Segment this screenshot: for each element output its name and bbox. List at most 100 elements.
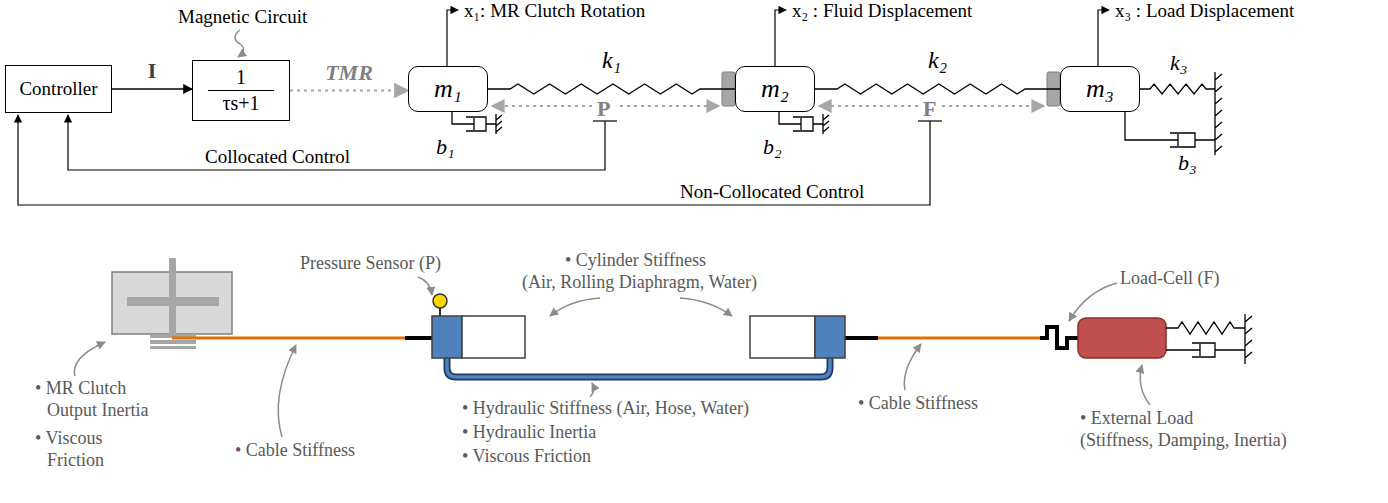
coordinate-label: x₃ : Load Displacement <box>1115 0 1294 22</box>
edge-label: k₂ <box>926 47 949 73</box>
callout-leader <box>680 298 732 316</box>
component-callout: (Stiffness, Damping, Inertia) <box>1080 430 1287 451</box>
coordinate-arrow <box>447 10 458 66</box>
force-arrow <box>819 105 918 107</box>
damper-symbol <box>779 112 823 131</box>
box-label: m₁ <box>434 74 462 104</box>
parameter-label: k₃ <box>1170 50 1187 75</box>
fraction-term: 1 <box>208 65 274 91</box>
callout-leader <box>1069 283 1117 321</box>
component-callout: Pressure Sensor (P) <box>300 253 441 274</box>
hydraulic-cylinder <box>462 316 525 358</box>
external-load <box>1078 318 1166 358</box>
annotation: Non-Collocated Control <box>680 181 864 203</box>
spring-symbol <box>1140 84 1215 94</box>
coordinate-arrow <box>775 10 786 66</box>
hydraulic-cylinder <box>750 316 815 358</box>
controller-box: Controller <box>5 65 112 113</box>
feedback-line <box>18 115 942 205</box>
pressure-sensor <box>439 308 441 316</box>
parameter-label: b₂ <box>763 134 782 159</box>
parameter-label: b₃ <box>1178 150 1197 175</box>
coordinate-arrow <box>1098 10 1109 66</box>
edge-label: k₁ <box>600 47 623 73</box>
sensor-label: F <box>923 96 936 121</box>
feedback-line <box>68 115 605 170</box>
cable <box>172 337 1040 340</box>
fraction-term: τs+1 <box>208 91 274 116</box>
mr-clutch <box>150 346 196 349</box>
mr-clutch <box>150 340 196 344</box>
edge-label: TMR <box>323 61 375 85</box>
component-callout: • Cylinder Stiffness <box>565 250 706 271</box>
component-callout: (Air, Rolling Diaphragm, Water) <box>522 272 757 293</box>
feedback-line <box>18 115 930 205</box>
coordinate-label: x₁: MR Clutch Rotation <box>464 0 645 22</box>
force-arrow <box>492 105 592 107</box>
pressure-sensor <box>433 294 447 308</box>
annotation: Magnetic Circuit <box>178 6 307 28</box>
callout-leader <box>904 344 921 390</box>
external-load <box>1166 322 1245 334</box>
mass-box: m₂ <box>735 66 815 112</box>
transfer-function-box: 1τs+1 <box>192 60 290 121</box>
box-label: Controller <box>19 78 97 100</box>
edge-label: I <box>146 59 159 83</box>
component-callout: • Viscous <box>35 428 102 449</box>
box-label: m₃ <box>1086 74 1114 104</box>
mr-clutch <box>169 258 176 338</box>
external-load <box>1166 343 1245 357</box>
force-arrow <box>620 105 719 107</box>
callout-leader <box>550 298 600 316</box>
piston-plate <box>722 72 1060 106</box>
damper-symbol <box>779 112 829 134</box>
component-callout: Load-Cell (F) <box>1120 268 1219 289</box>
damper-symbol <box>496 114 502 134</box>
callout-leader <box>235 30 244 57</box>
hydraulic-cylinder <box>432 316 845 358</box>
load-cell <box>1040 327 1078 348</box>
damper-symbol <box>452 112 496 131</box>
callout-leader <box>278 345 296 437</box>
load-cell <box>1040 327 1078 348</box>
callout-leader <box>235 30 244 57</box>
external-load <box>1245 314 1252 364</box>
component-callout: • External Load <box>1080 408 1193 429</box>
component-callout: • Viscous Friction <box>462 446 591 467</box>
spring-connector <box>488 84 735 94</box>
callout-leader <box>74 342 105 376</box>
box-label: m₂ <box>761 74 789 104</box>
damper-symbol <box>823 114 829 134</box>
coordinate-label: x₂ : Fluid Displacement <box>792 0 972 22</box>
spring-connector <box>815 84 1060 94</box>
signal-arrow <box>112 88 192 89</box>
component-callout: • Cable Stiffness <box>858 393 978 414</box>
parameter-label: b₁ <box>436 134 455 159</box>
component-callout: Friction <box>47 450 104 471</box>
ground-wall <box>1215 72 1222 155</box>
cable <box>878 337 1040 340</box>
callout-leader <box>74 277 1150 437</box>
sensor-label: P <box>597 96 610 121</box>
annotation: Collocated Control <box>205 146 350 168</box>
damper-symbol <box>1125 112 1215 147</box>
damper-symbol <box>452 112 1215 147</box>
component-callout: • Hydraulic Inertia <box>462 422 596 443</box>
pressure-sensor <box>433 294 447 316</box>
component-callout: • MR Clutch <box>35 378 126 399</box>
mass-box: m₁ <box>408 66 488 112</box>
component-callout: • Hydraulic Stiffness (Air, Hose, Water) <box>462 398 749 419</box>
spring-symbol <box>1140 84 1215 94</box>
hydraulic-cylinder <box>815 316 845 358</box>
ground-wall <box>1215 72 1222 155</box>
hydraulic-cylinder <box>432 316 462 358</box>
cable <box>172 337 405 340</box>
force-arrow <box>942 105 1044 107</box>
component-callout: Output Inertia <box>47 400 148 421</box>
signal-arrow <box>290 89 408 91</box>
mr-clutch <box>112 258 232 349</box>
mass-box: m₃ <box>1060 66 1140 112</box>
hydraulic-hose <box>447 358 830 377</box>
hydraulic-hose <box>447 358 830 377</box>
